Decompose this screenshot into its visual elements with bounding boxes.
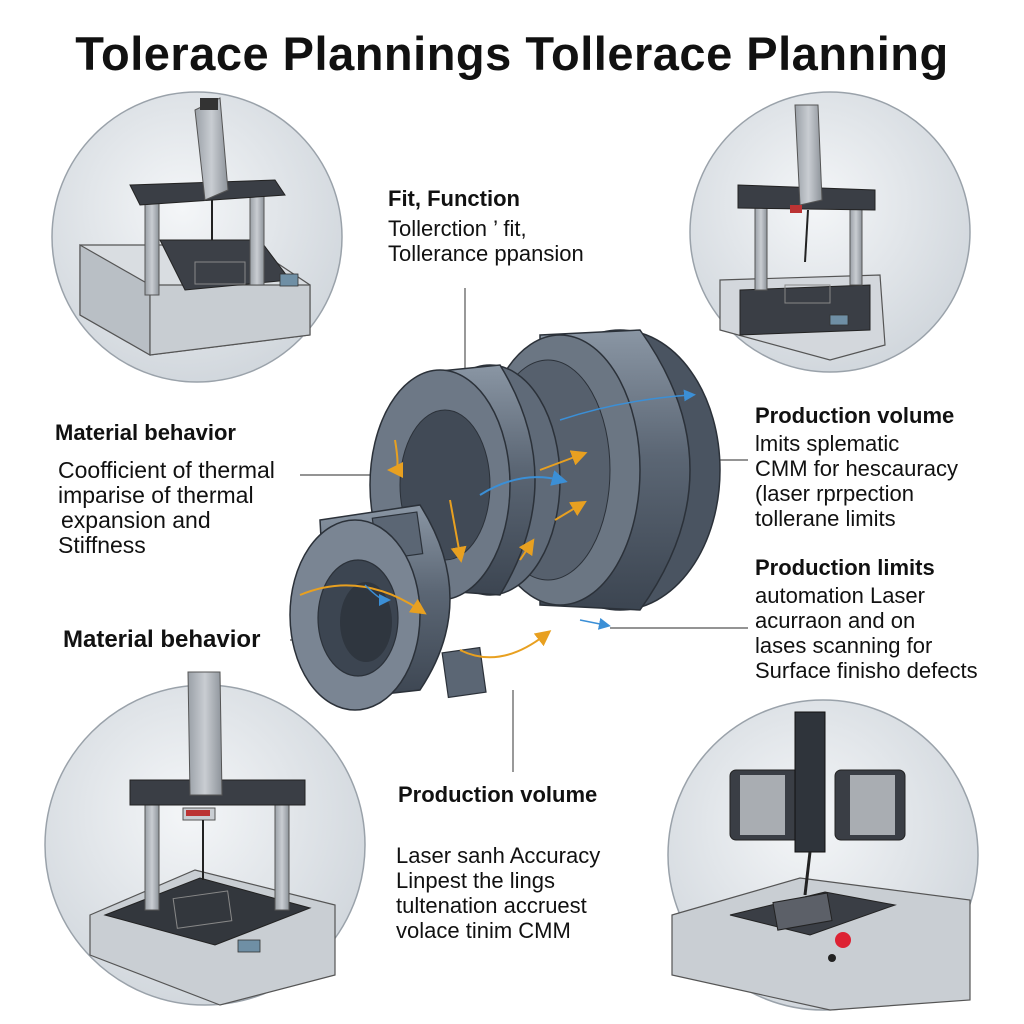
material-line-2: imparise of thermal [58, 482, 254, 508]
production-volume-right-line-3: (laser rprpection [755, 481, 914, 506]
fit-function-heading: Fit, Function [388, 186, 520, 211]
material-line-3: expansion and [61, 507, 211, 533]
fit-function-label: Fit, Function Tollerction ’ fit, Tollera… [388, 186, 584, 266]
production-volume-right-line-1: lmits splematic [755, 431, 900, 456]
production-limits-heading: Production limits [755, 555, 935, 580]
production-volume-right-line-4: tollerane limits [755, 506, 896, 531]
fit-function-line-1: Tollerction ’ fit, [388, 216, 527, 241]
production-volume-bottom-line-4: volace tinim CMM [396, 918, 571, 943]
central-mechanical-part [289, 329, 721, 711]
material-behavior-top-body: Coofficient of thermal imparise of therm… [58, 458, 275, 558]
cmm-illustration-top-right [689, 91, 971, 373]
production-volume-bottom-body: Laser sanh Accuracy Linpest the lings tu… [396, 843, 600, 943]
production-volume-bottom-line-1: Laser sanh Accuracy [396, 843, 601, 868]
production-volume-right-label: Production volume lmits splematic CMM fo… [755, 403, 958, 531]
production-volume-bottom-heading: Production volume [398, 782, 598, 807]
cmm-illustration-bottom-left [44, 671, 366, 1006]
material-behavior-bottom-heading: Material behavior [63, 626, 261, 653]
production-volume-right-line-2: CMM for hescauracy [755, 456, 958, 481]
laser-scanner-illustration [667, 699, 979, 1011]
page-title: Tolerace Plannings Tollerace Planning [75, 27, 949, 80]
cmm-illustration-top-left [51, 91, 343, 383]
material-line-4: Stiffness [58, 532, 146, 558]
production-volume-bottom-line-3: tultenation accruest [396, 893, 587, 918]
production-limits-line-4: Surface finisho defects [755, 658, 978, 683]
production-limits-line-2: acurraon and on [755, 608, 916, 633]
material-line-1: Coofficient of thermal [58, 457, 275, 483]
material-behavior-top-label: Material behavior [55, 420, 236, 446]
production-volume-right-heading: Production volume [755, 403, 955, 428]
fit-function-line-2: Tollerance ppansion [388, 241, 584, 266]
material-behavior-top-heading: Material behavior [55, 420, 236, 445]
production-limits-line-3: lases scanning for [755, 633, 933, 658]
material-behavior-bottom-label: Material behavior [63, 626, 260, 654]
production-volume-bottom-line-2: Linpest the lings [396, 868, 555, 893]
production-limits-line-1: automation Laser [755, 583, 925, 608]
production-limits-label: Production limits automation Laser acurr… [755, 555, 978, 683]
production-volume-bottom-label: Production volume [398, 782, 597, 808]
